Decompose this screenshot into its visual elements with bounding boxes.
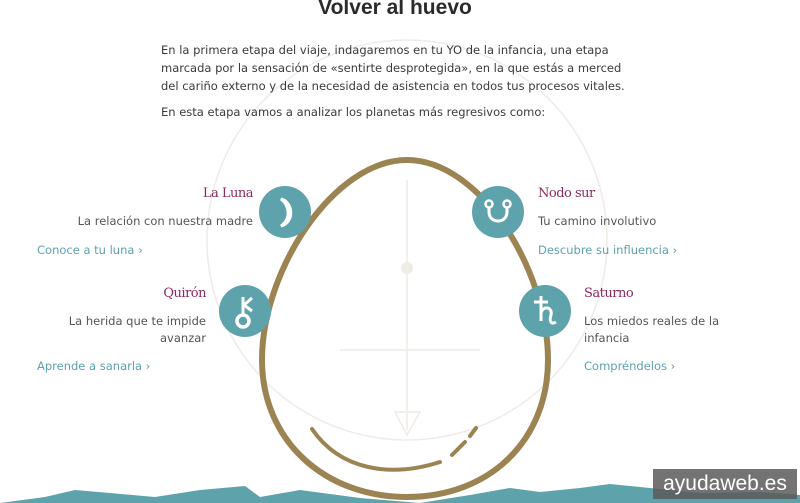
watermark: ayudaweb.es xyxy=(653,469,797,499)
south-node-icon xyxy=(472,186,524,238)
chiron-icon xyxy=(219,285,271,337)
planet-title-saturno: Saturno xyxy=(584,286,634,301)
planet-desc-quiron: La herida que te impide avanzar xyxy=(68,314,206,345)
egg-inner-arc xyxy=(310,427,442,472)
planet-desc-luna: La relación con nuestra madre xyxy=(77,214,253,228)
link-nodo-sur[interactable]: Descubre su influencia › xyxy=(538,243,678,257)
intro-paragraph: En la primera etapa del viaje, indagarem… xyxy=(161,43,625,93)
saturn-icon xyxy=(519,285,571,337)
link-luna[interactable]: Conoce a tu luna › xyxy=(37,243,143,257)
link-quiron[interactable]: Aprende a sanarla › xyxy=(37,359,151,373)
egg-outline xyxy=(258,156,552,501)
planet-title-luna: La Luna xyxy=(202,186,254,201)
planet-title-quiron: Quirón xyxy=(163,286,206,301)
page-title: Volver al huevo xyxy=(318,0,472,19)
planet-desc-saturno: Los miedos reales de la infancia xyxy=(584,314,720,345)
lead-paragraph: En esta etapa vamos a analizar los plane… xyxy=(161,105,546,119)
link-saturno[interactable]: Compréndelos › xyxy=(584,359,676,373)
planet-desc-nodo-sur: Tu camino involutivo xyxy=(538,214,657,228)
moon-icon xyxy=(259,186,311,238)
mountains xyxy=(0,484,800,503)
planet-title-nodo-sur: Nodo sur xyxy=(538,186,595,201)
